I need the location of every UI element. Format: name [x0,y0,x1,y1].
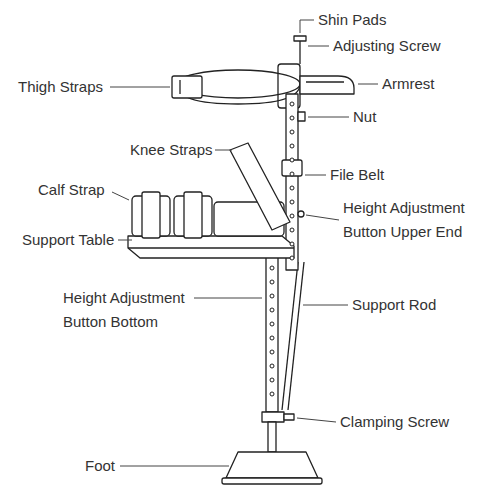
adjustment-holes [270,322,274,326]
leader-line [297,418,336,422]
adjustment-holes [290,242,294,246]
part-label: Calf Strap [38,178,105,202]
adjustment-holes [290,256,294,260]
foot [222,478,322,484]
adjustment-holes [270,294,274,298]
knee-strap [230,143,290,230]
support-table [128,247,294,248]
part-label: Clamping Screw [340,410,449,434]
adjustment-holes [270,336,274,340]
support-rod [282,262,304,410]
clamping-screw [284,414,294,420]
thigh-strap [172,76,202,98]
adjustment-holes [270,364,274,368]
adjustment-holes [270,350,274,354]
part-label: File Belt [330,163,384,187]
calf-strap [142,192,160,238]
lower-tube [266,256,278,412]
height-button-upper [298,211,304,217]
part-label: Support Rod [352,293,436,317]
adjustment-holes [270,266,274,270]
leader-line [120,466,229,467]
clamping-screw [262,412,294,422]
part-label: Adjusting Screw [333,34,441,58]
part-label: Height Adjustment Button Bottom [63,286,213,334]
adjusting-screw [294,36,306,64]
foot [222,422,322,484]
adjustment-holes [290,172,294,176]
nut [298,112,305,121]
part-label: Foot [85,454,115,478]
leader-line [303,305,348,306]
adjusting-screw [299,41,300,64]
adjustment-holes [270,102,294,396]
adjustment-holes [290,144,294,148]
clamping-screw [262,412,284,422]
armrest [300,76,354,94]
adjustment-holes [290,186,294,190]
adjustment-holes [290,130,294,134]
adjustment-holes [290,228,294,232]
height-button-upper [298,211,304,217]
leader-line [118,240,132,241]
knee-strap [230,143,290,230]
lower-tube [266,256,278,412]
leader-line [110,87,170,88]
leader-line [358,84,378,85]
part-label: Armrest [382,72,435,96]
adjusting-screw [294,36,306,41]
foot [226,452,318,478]
adjustment-holes [290,158,294,162]
leader-line [308,46,329,47]
adjustment-holes [270,280,274,284]
leader-line [306,215,339,220]
adjustment-holes [290,200,294,204]
adjustment-holes [270,378,274,382]
leader-line [110,20,378,466]
thigh-strap [172,70,300,104]
part-label: Height Adjustment Button Upper End [343,196,493,244]
calf-strap [184,192,202,238]
adjustment-holes [290,214,294,218]
thigh-strap [179,80,180,94]
calf-strap [132,192,212,238]
nut [298,112,305,121]
support-table [128,236,294,258]
part-label: Support Table [22,228,114,252]
leader-line [308,117,349,118]
adjustment-holes [270,308,274,312]
part-label: Thigh Straps [18,75,103,99]
foot [268,422,276,452]
leader-line [215,150,232,151]
armrest [300,76,354,94]
part-label: Shin Pads [318,8,386,32]
adjustment-holes [270,392,274,396]
leader-line [194,298,262,299]
leader-line [300,20,314,33]
adjustment-holes [290,102,294,106]
support-rod [288,262,304,410]
adjustment-holes [290,116,294,120]
support-table [128,236,294,258]
leader-line [112,192,129,200]
part-label: Knee Straps [130,138,213,162]
armrest [306,81,344,82]
part-label: Nut [353,105,376,129]
leader-line [305,175,326,176]
